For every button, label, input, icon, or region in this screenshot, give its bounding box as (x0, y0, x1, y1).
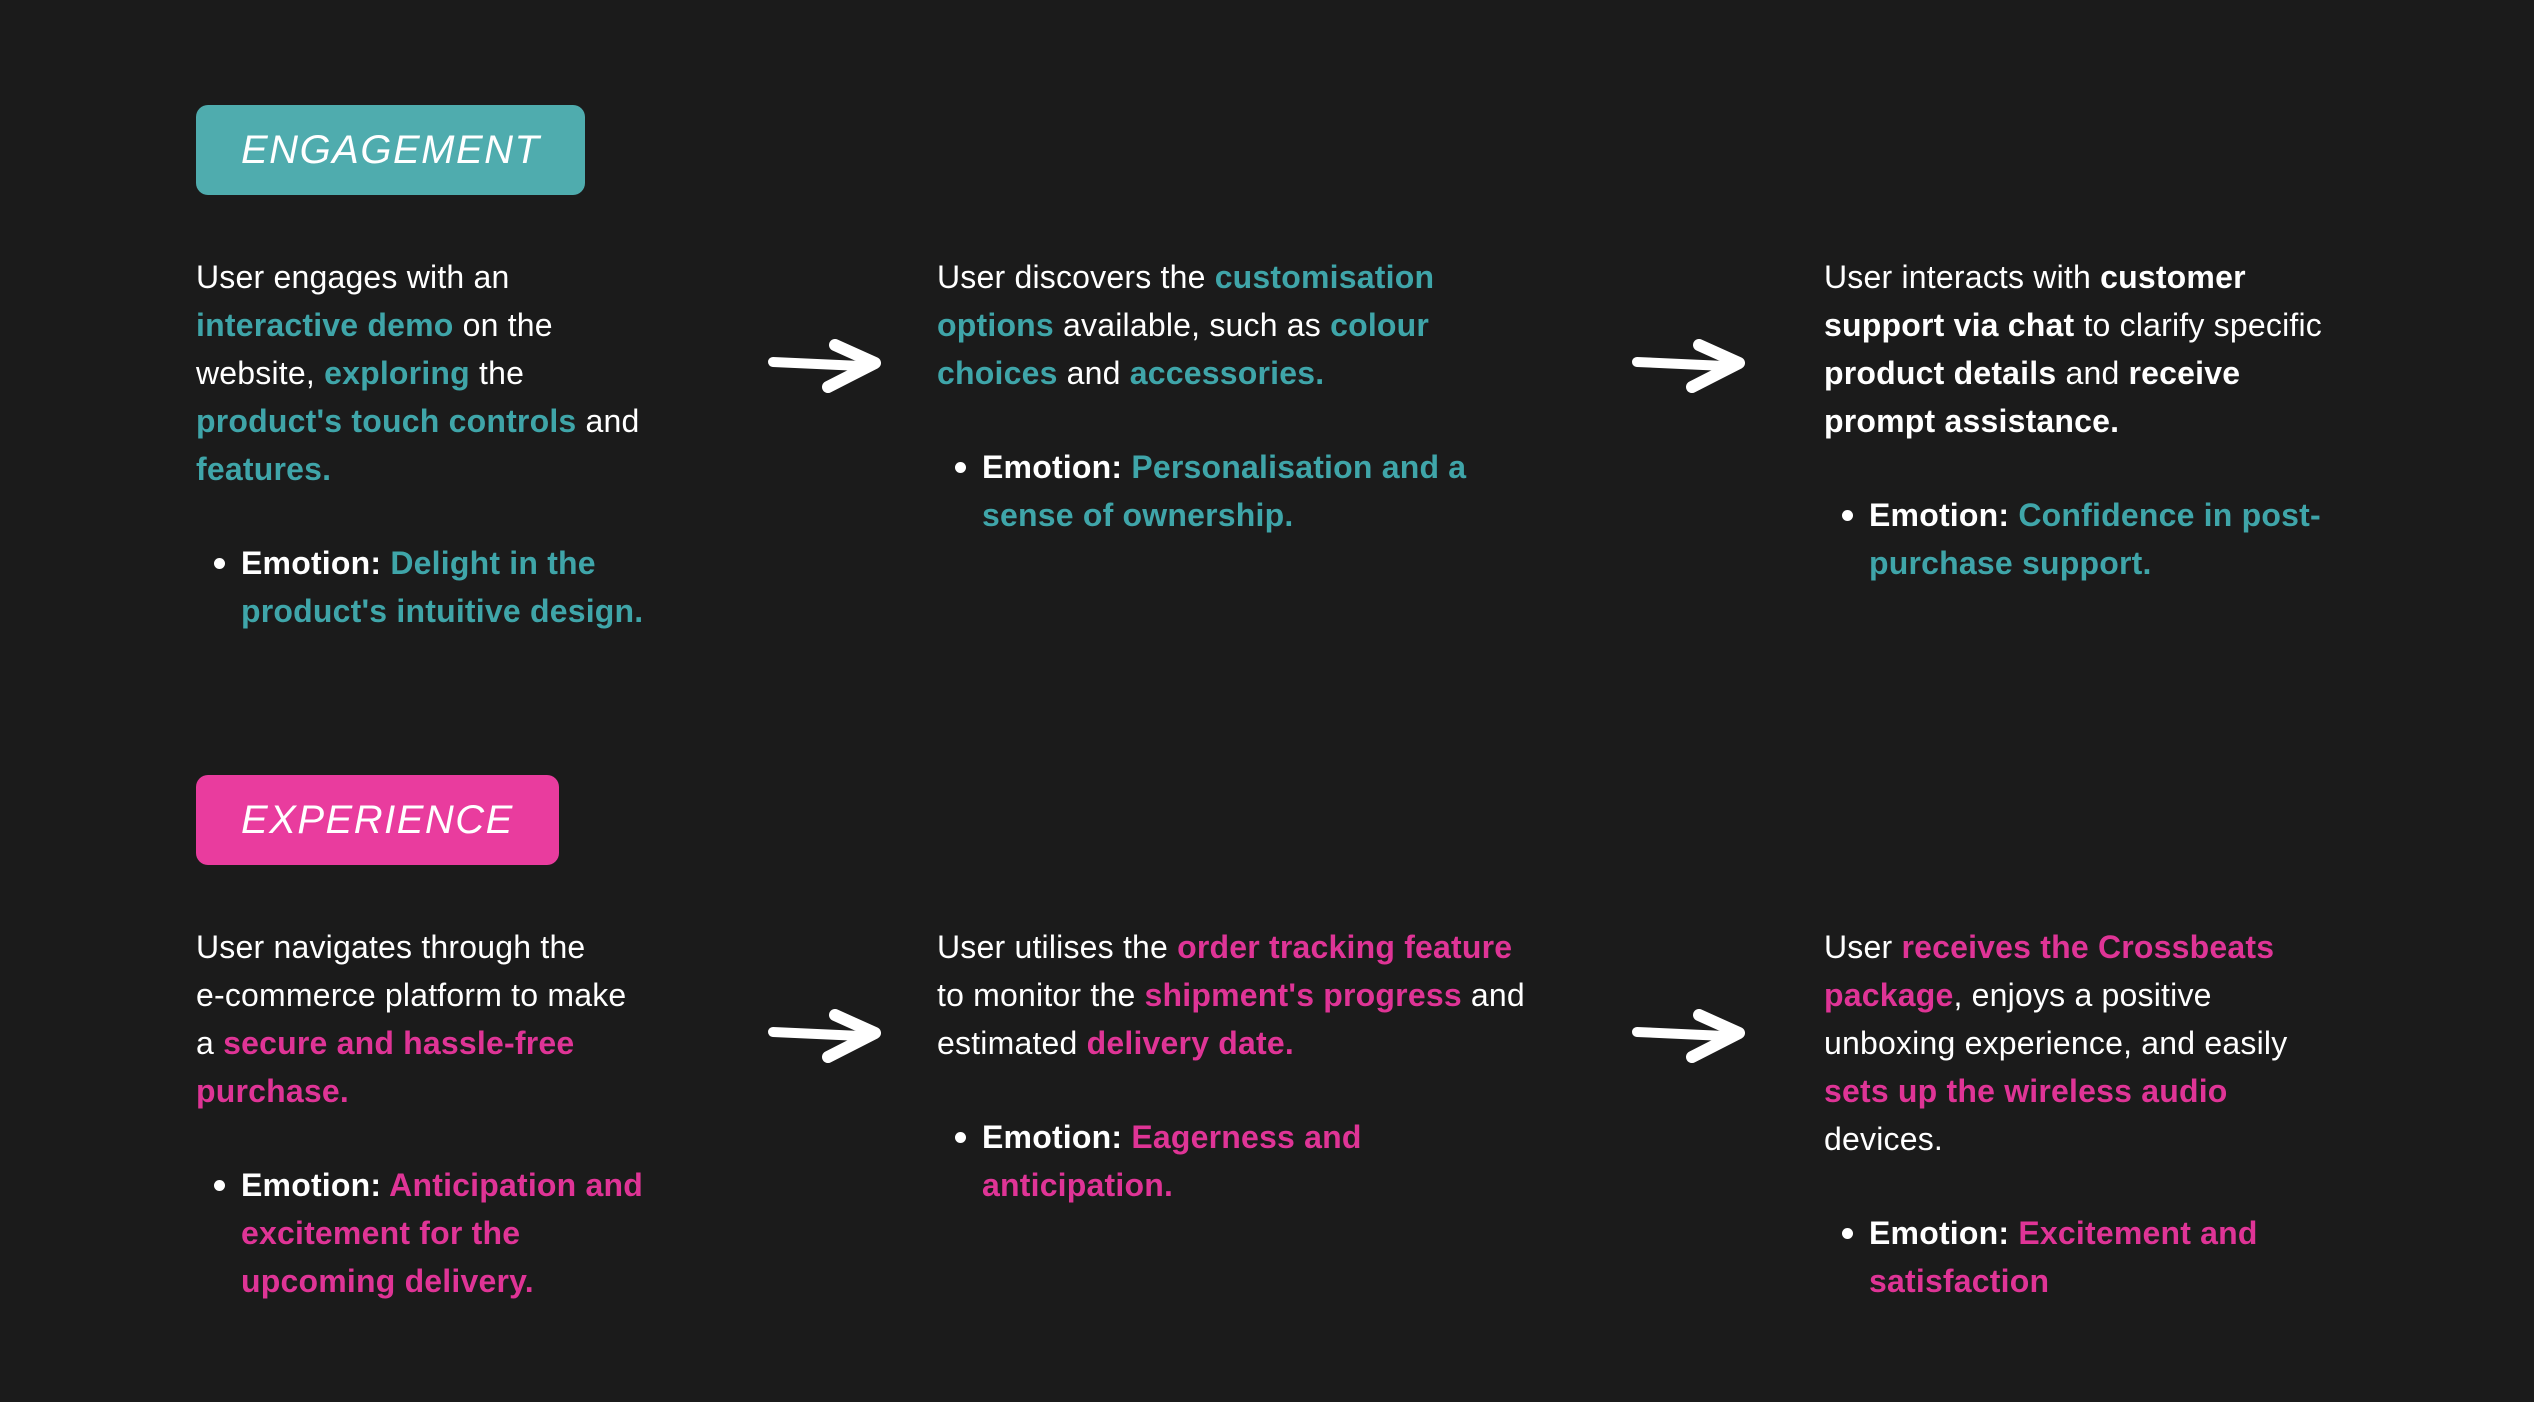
emotion-bullet: Emotion: Anticipation and excitement for… (214, 1161, 711, 1305)
emotion-bullet: Emotion: Eagerness and anticipation. (955, 1113, 1552, 1209)
emotion-bullet: Emotion: Confidence in post- purchase su… (1842, 491, 2384, 587)
experience-steps-row: User navigates through the e-commerce pl… (196, 923, 2384, 1305)
arrow-right-icon (768, 339, 881, 393)
step-card: User receives the Crossbeats package, en… (1824, 923, 2384, 1305)
emotion-text: Emotion: Delight in the product's intuit… (241, 545, 644, 629)
bullet-dot (1842, 1228, 1853, 1239)
bullet-dot (955, 462, 966, 473)
arrow-right-icon (768, 1009, 881, 1063)
bullet-dot (955, 1132, 966, 1143)
emotion-bullet: Emotion: Excitement and satisfaction (1842, 1209, 2384, 1305)
emotion-bullet: Emotion: Personalisation and a sense of … (955, 443, 1552, 539)
emotion-text: Emotion: Personalisation and a sense of … (982, 449, 1467, 533)
bullet-dot (1842, 510, 1853, 521)
emotion-text: Emotion: Excitement and satisfaction (1869, 1215, 2258, 1299)
arrow-cell (711, 253, 937, 635)
emotion-text: Emotion: Anticipation and excitement for… (241, 1167, 644, 1299)
emotion-bullet: Emotion: Delight in the product's intuit… (214, 539, 711, 635)
step-paragraph: User engages with an interactive demo on… (196, 259, 640, 487)
bullet-dot (214, 1180, 225, 1191)
step-paragraph: User interacts with customer support via… (1824, 259, 2322, 439)
section-engagement: ENGAGEMENT User engages with an interact… (196, 105, 2384, 635)
step-card: User navigates through the e-commerce pl… (196, 923, 711, 1305)
step-card: User interacts with customer support via… (1824, 253, 2384, 587)
step-card: User engages with an interactive demo on… (196, 253, 711, 635)
arrow-cell (711, 923, 937, 1305)
engagement-steps-row: User engages with an interactive demo on… (196, 253, 2384, 635)
engagement-badge: ENGAGEMENT (196, 105, 586, 195)
arrow-cell (1552, 253, 1824, 635)
experience-badge: EXPERIENCE (196, 775, 559, 865)
step-card: User utilises the order tracking feature… (937, 923, 1552, 1209)
section-experience: EXPERIENCE User navigates through the e-… (196, 775, 2384, 1305)
emotion-text: Emotion: Eagerness and anticipation. (982, 1119, 1362, 1203)
step-paragraph: User navigates through the e-commerce pl… (196, 929, 627, 1109)
arrow-right-icon (1632, 1009, 1745, 1063)
emotion-text: Emotion: Confidence in post- purchase su… (1869, 497, 2321, 581)
step-paragraph: User discovers the customisation options… (937, 259, 1435, 391)
step-card: User discovers the customisation options… (937, 253, 1552, 539)
bullet-dot (214, 558, 225, 569)
step-paragraph: User utilises the order tracking feature… (937, 929, 1525, 1061)
step-paragraph: User receives the Crossbeats package, en… (1824, 929, 2288, 1157)
arrow-cell (1552, 923, 1824, 1305)
arrow-right-icon (1632, 339, 1745, 393)
